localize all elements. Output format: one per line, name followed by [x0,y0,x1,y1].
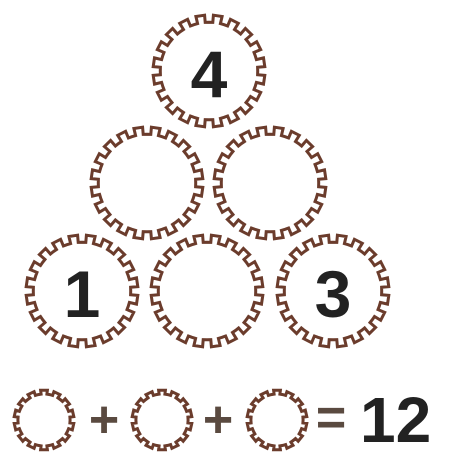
gear-bottom-middle [151,235,263,347]
equation-row: + + = 12 [14,384,431,456]
equation-gear-3 [247,390,307,450]
equation-result: 12 [360,384,431,456]
gear-middle-left [91,127,203,239]
gear-bottom-right-number: 3 [315,257,352,331]
plus-sign-1: + [89,391,119,449]
plus-sign-2: + [203,391,233,449]
equation-gear-2 [132,390,192,450]
gear-middle-right [214,127,326,239]
equation-gear-1 [14,390,74,450]
gear-bottom-left-number: 1 [64,257,101,331]
gear-top-number: 4 [191,37,228,111]
pyramid: 4 1 3 [26,15,389,347]
equals-sign: = [316,389,346,447]
